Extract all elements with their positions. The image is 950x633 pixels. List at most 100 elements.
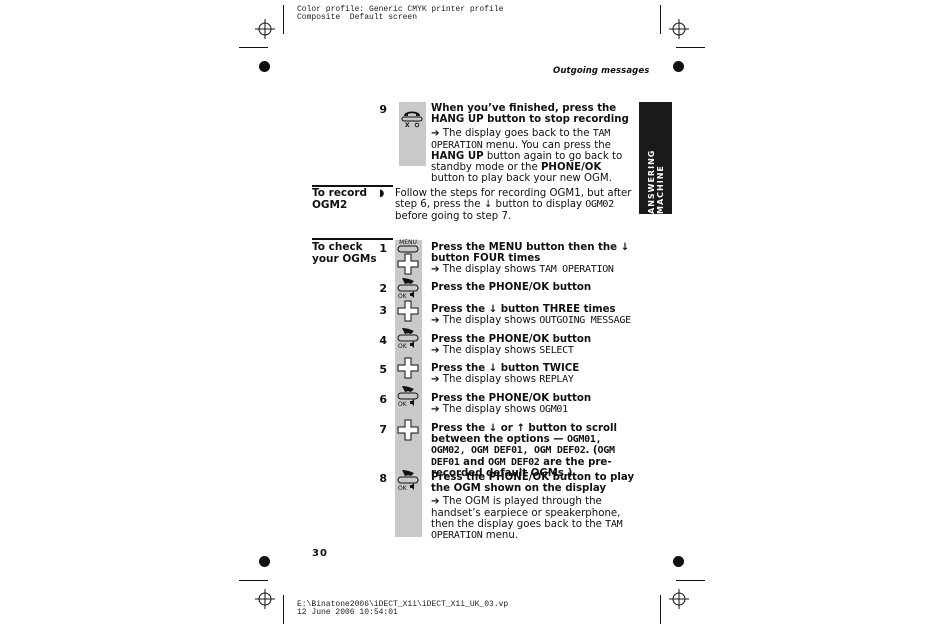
text: button THREE times (497, 304, 616, 315)
text: OGM2 (312, 198, 348, 211)
crop-mark-bottom-right-horizontal (676, 580, 705, 581)
text: button TWICE (497, 363, 580, 374)
text: button to stop recording (483, 114, 629, 126)
text: To check (312, 241, 363, 253)
button-name: PHONE (488, 472, 529, 483)
button-name: OK (532, 282, 550, 293)
section-rule (312, 238, 393, 240)
phone-ok-button-icon: OK (397, 328, 419, 350)
button-name: PHONE (488, 334, 529, 345)
button-name: MENU (488, 242, 523, 253)
registration-mark-icon (669, 19, 689, 39)
display-text: OUTGOING MESSAGE (539, 315, 631, 327)
display-text: OGM DEF02 (488, 456, 540, 468)
text: button to scroll between the options — (431, 423, 618, 446)
text: button FOUR times (431, 253, 541, 265)
step-result: ➔ The display shows REPLAY (431, 374, 636, 385)
text: / (528, 393, 533, 404)
text: Press the (431, 304, 489, 315)
arrow-down-icon: ↓ (620, 242, 630, 253)
text: / (528, 334, 533, 345)
text: Follow the steps for recording OGM1, but… (395, 188, 632, 211)
button-name: HANG UP (431, 114, 484, 126)
phone-ok-button-icon: OK (397, 386, 419, 408)
text: are the pre-recorded default OGMs.) (431, 456, 612, 479)
button-name: PHONE/OK (540, 162, 602, 174)
text: The display shows (439, 404, 540, 416)
svg-text:OK: OK (398, 293, 408, 300)
crop-mark-bottom-left-vertical (283, 595, 284, 624)
step-instruction: When you’ve finished, press the HANG UP … (431, 103, 636, 125)
text: or (497, 423, 517, 434)
text: Press the (431, 472, 489, 483)
step-7-text: Press the ↓ or ↑ button to scroll betwee… (431, 423, 636, 479)
svg-text:OK: OK (398, 485, 408, 492)
step-instruction: Press the PHONE/OK button (431, 334, 636, 345)
text: The display shows (439, 345, 540, 357)
registration-dot-icon (259, 556, 270, 567)
display-text: TAM OPERATION (431, 518, 623, 542)
menu-button-icon (397, 245, 419, 253)
step-result: ➔ The OGM is played through the handset’… (431, 496, 636, 541)
text: button (549, 334, 592, 345)
display-text: TAM OPERATION (539, 264, 614, 276)
registration-mark-icon (255, 589, 275, 609)
text: button again to go back to standby mode … (431, 150, 623, 174)
text: / (528, 282, 533, 293)
section-rule (312, 185, 393, 187)
step-3-text: Press the ↓ button THREE times ➔ The dis… (431, 304, 636, 326)
step-number: 2 (379, 282, 387, 295)
arrow-right-icon: ➔ (431, 496, 440, 508)
step-number: 5 (379, 363, 387, 376)
section-tab: ANSWERING MACHINE (639, 102, 672, 214)
text: button (549, 393, 592, 404)
step-number: 8 (379, 472, 387, 485)
text: menu. (482, 530, 519, 542)
arrow-right-icon: ➔ (431, 345, 440, 357)
navigation-cross-icon (397, 419, 419, 441)
arrow-right-icon: ➔ (431, 128, 440, 140)
text: The display shows (439, 315, 540, 327)
arrow-down-icon: ↓ (488, 423, 498, 434)
button-name: PHONE (488, 282, 529, 293)
step-result: ➔ The display shows OGM01 (431, 404, 636, 415)
step-result: ➔ The display shows TAM OPERATION (431, 264, 636, 275)
text: Press the (431, 393, 489, 404)
text: / (528, 472, 533, 483)
step-instruction: Press the ↓ button THREE times (431, 304, 636, 315)
arrow-right-icon: ➔ (431, 264, 440, 276)
footer-slug-line-2: 12 June 2006 10:54:01 (297, 608, 398, 617)
step-number: 3 (379, 304, 387, 317)
step-instruction: Press the PHONE/OK button to play the OG… (431, 472, 636, 494)
step-icon-column: X (399, 102, 426, 166)
menu-label: MENU (399, 239, 417, 246)
text: button then the (522, 242, 621, 253)
navigation-cross-icon (397, 300, 419, 322)
text: To record (312, 187, 368, 199)
registration-dot-icon (673, 556, 684, 567)
arrow-down-icon: ↓ (483, 199, 493, 211)
arrow-up-icon: ↑ (516, 423, 525, 434)
text: Press the (431, 282, 489, 293)
svg-text:OK: OK (398, 343, 408, 350)
arrow-right-icon: ➔ (431, 404, 440, 416)
bullet-icon: ◗ (379, 188, 385, 199)
step-instruction: Press the MENU button then the ↓ button … (431, 242, 636, 264)
footer-slug-line-1: E:\Binatone2006\iDECT_X1i\iDECT_X1i_UK_0… (297, 600, 509, 609)
registration-dot-icon (259, 61, 270, 72)
text: and (459, 456, 489, 468)
text: button to play back your new OGM. (431, 173, 612, 185)
text: button (549, 282, 592, 293)
display-text: SELECT (539, 345, 574, 357)
button-name: PHONE (488, 393, 529, 404)
display-text: OGM01 (539, 404, 568, 416)
text: button to display (492, 199, 586, 211)
step-4-text: Press the PHONE/OK button ➔ The display … (431, 334, 636, 356)
step-instruction: Press the PHONE/OK button (431, 393, 636, 404)
svg-text:OK: OK (398, 401, 408, 408)
display-text: OGM02 (585, 199, 614, 211)
text: When you’ve finished, press the (431, 103, 617, 114)
section-tab-label: ANSWERING MACHINE (646, 149, 665, 214)
text: The display goes back to the (439, 128, 593, 140)
text: Press the (431, 334, 489, 345)
